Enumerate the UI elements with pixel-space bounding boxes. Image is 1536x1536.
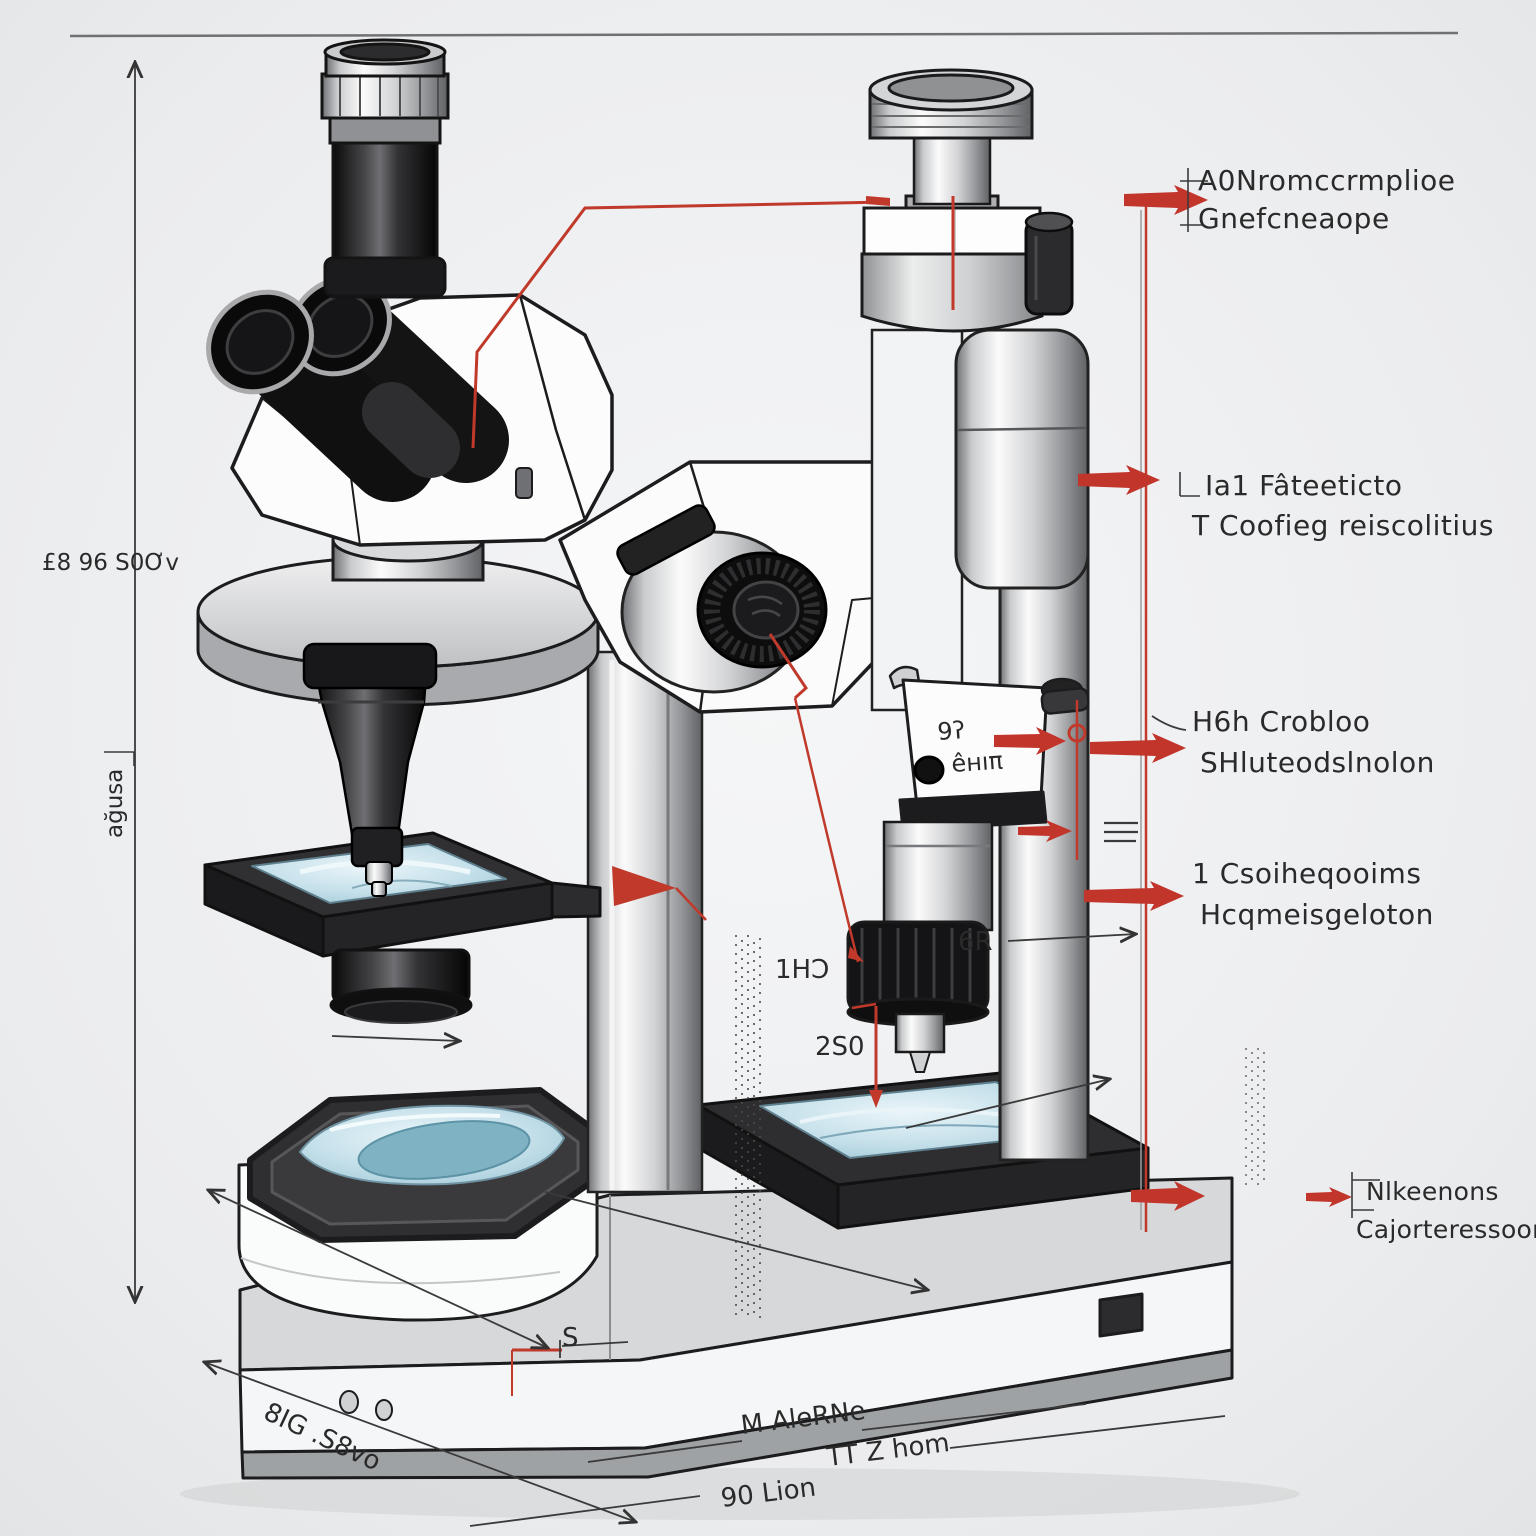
callout-1-line-2: Gnefcneaope — [1198, 202, 1390, 235]
front-height-label: S — [562, 1323, 579, 1353]
objective-lens — [302, 642, 438, 897]
red-arrow-5 — [1131, 1181, 1205, 1211]
left-support-column — [586, 650, 704, 1194]
right-objective — [846, 820, 994, 1073]
callout-5-line-1: Nlkeenons — [1366, 1177, 1499, 1206]
callout-2-line-2: T Coofieg reiscolitius — [1191, 509, 1494, 542]
working-distance-note: 6R — [958, 927, 993, 957]
focus-knob — [616, 504, 828, 694]
clamp-knob — [1024, 211, 1074, 316]
red-callout-arrows — [994, 185, 1352, 1211]
callout-brackets — [104, 168, 1380, 1218]
red-arrow-4 — [1084, 881, 1184, 911]
red-arrow-small — [1018, 820, 1072, 842]
mid-left-note: 1HƆ — [775, 955, 829, 985]
height-dimension-label-rotated: ağusa — [102, 769, 128, 838]
control-box-note-1: 9ʔ — [936, 716, 965, 746]
height-dimension-label: £8 96 S0Ơv — [42, 550, 179, 576]
phototube — [320, 38, 450, 299]
red-arrow-box — [994, 727, 1066, 755]
callout-3-line-2: SHluteodslnolon — [1200, 746, 1435, 779]
callout-1-line-1: A0Nromccrmplioe — [1198, 164, 1456, 197]
control-box-note-2: êʜıπ — [950, 746, 1003, 778]
inline-notes: 9ʔ êʜıπ 6R 1HƆ 2S0 — [775, 716, 1004, 1062]
red-arrow-5b — [1306, 1187, 1352, 1207]
control-box — [888, 665, 1090, 832]
left-lens-pod — [237, 1087, 603, 1322]
callout-labels: A0Nromccrmplioe Gnefcneaope Ia1 Fâteetic… — [1191, 164, 1536, 1244]
top-border-line — [69, 31, 1459, 38]
mid-value-note: 2S0 — [815, 1032, 865, 1062]
red-arrow-2 — [1078, 465, 1160, 495]
dimension-lines — [69, 31, 1459, 1527]
red-arrow-3 — [1090, 733, 1186, 763]
stipple-texture — [735, 935, 1265, 1322]
red-leader-lines — [471, 196, 1148, 1396]
red-arrow-1 — [1124, 185, 1208, 215]
callout-5-line-2: Cajorteressoon — [1356, 1215, 1536, 1244]
callout-4-line-2: Hcqmeisgeloton — [1200, 898, 1434, 931]
callout-3-line-1: H6h Crobloo — [1192, 705, 1370, 738]
callout-4-line-1: 1 Csoiheqooims — [1192, 857, 1421, 890]
callout-2-line-1: Ia1 Fâteeticto — [1205, 469, 1403, 502]
